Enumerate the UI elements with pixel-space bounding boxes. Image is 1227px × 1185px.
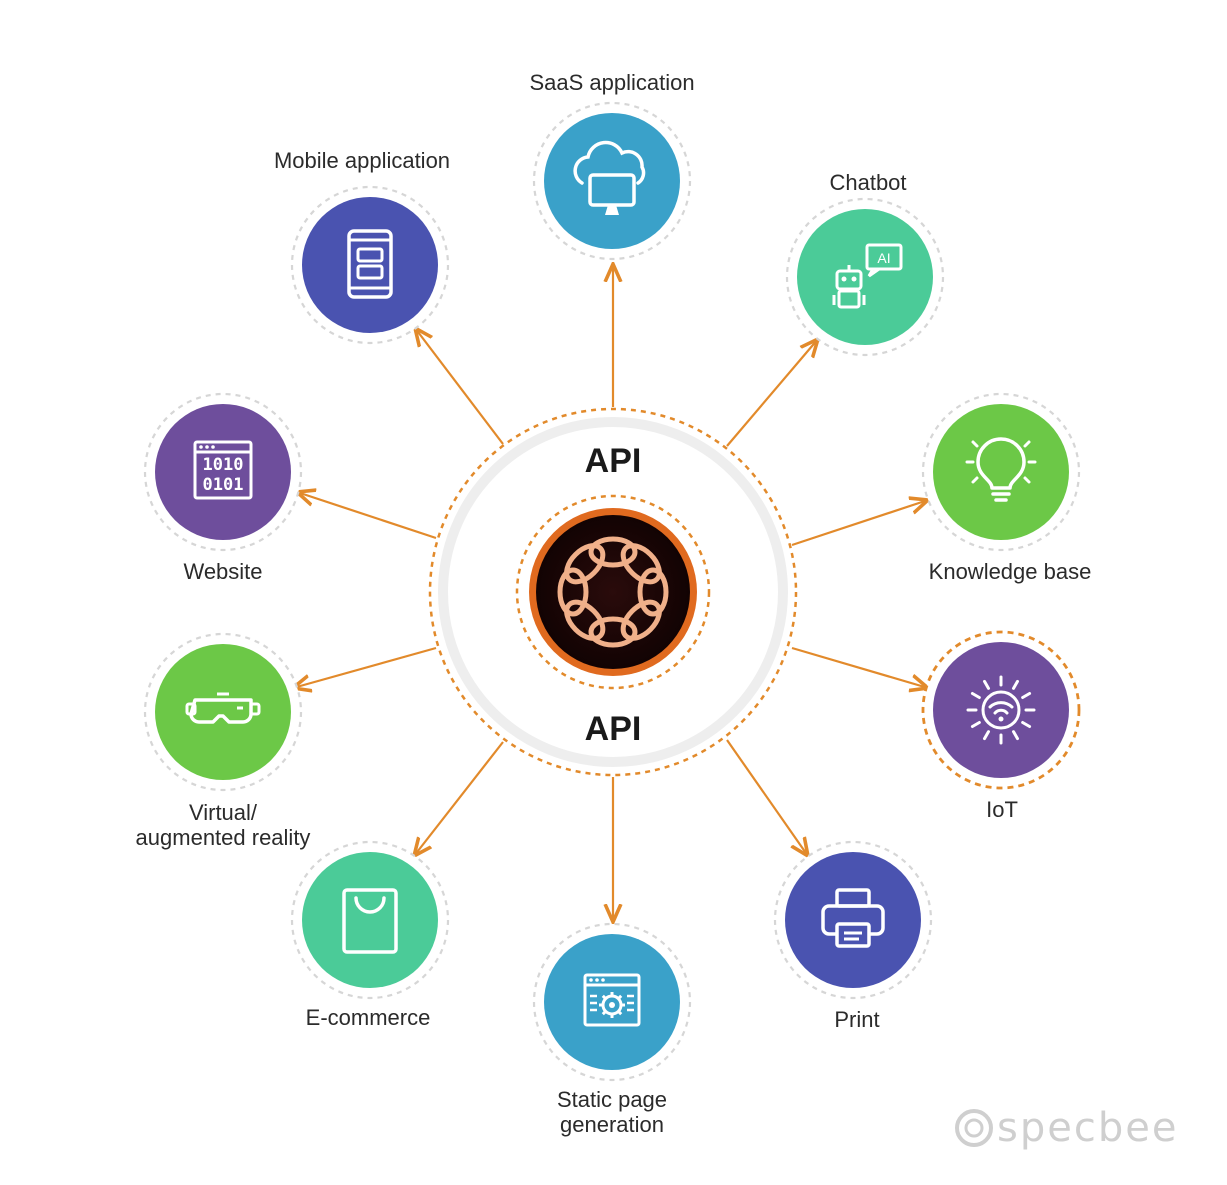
node-label: E-commerce — [306, 1005, 431, 1030]
node-chatbot: AI Chatbot — [785, 170, 945, 357]
node-saas: SaaS application — [529, 70, 695, 261]
node-ecommerce: E-commerce — [290, 840, 450, 1030]
arrow-to-website — [297, 492, 437, 540]
printer-icon — [821, 888, 885, 948]
node-label: Static page — [557, 1087, 667, 1112]
node-label: SaaS application — [529, 70, 694, 95]
node-disc — [933, 404, 1069, 540]
node-disc — [155, 644, 291, 780]
emblem-loop — [564, 543, 606, 585]
specbee-brand: specbee — [955, 1105, 1178, 1151]
node-disc — [785, 852, 921, 988]
vr-headset-icon — [185, 692, 261, 724]
lightbulb-icon — [965, 437, 1037, 502]
node-label: generation — [560, 1112, 664, 1137]
browser-gear-icon — [583, 973, 641, 1027]
brand-name: specbee — [997, 1105, 1178, 1151]
node-disc — [544, 113, 680, 249]
node-label: Virtual/ — [189, 800, 258, 825]
arrow-to-knowledge — [791, 500, 928, 547]
node-iot: IoT — [921, 630, 1081, 822]
api-hub: API API — [428, 407, 798, 777]
emblem-loop — [637, 567, 669, 617]
node-print: Print — [773, 840, 933, 1032]
arrow-to-chatbot — [726, 339, 818, 447]
node-label: Mobile application — [274, 148, 450, 173]
emblem-loop — [557, 567, 589, 617]
robot-ai-icon: AI — [832, 243, 903, 309]
node-mobile: Mobile application — [274, 148, 450, 345]
node-label: Chatbot — [829, 170, 906, 195]
shopping-bag-icon — [342, 888, 398, 954]
arrow-to-print — [726, 739, 808, 856]
node-label: augmented reality — [136, 825, 311, 850]
emblem-loop — [620, 599, 662, 641]
node-label: Website — [183, 559, 262, 584]
adobe-experience-manager-icon — [529, 508, 697, 676]
arrow-to-vr — [293, 646, 437, 688]
arrow-to-ecommerce — [414, 741, 504, 856]
node-disc — [302, 852, 438, 988]
node-label: Knowledge base — [929, 559, 1092, 584]
emblem-loop — [588, 536, 638, 568]
api-label-bottom: API — [585, 710, 642, 748]
node-disc — [155, 404, 291, 540]
mobile-phone-icon — [347, 229, 393, 299]
node-label: Print — [834, 1007, 879, 1032]
node-label: IoT — [986, 797, 1018, 822]
wifi-sun-icon — [966, 675, 1036, 745]
arrow-to-mobile — [415, 328, 504, 445]
node-knowledge: Knowledge base — [921, 392, 1092, 584]
node-vr: Virtual/augmented reality — [136, 632, 311, 850]
svg-text:AI: AI — [877, 250, 890, 266]
api-label-top: API — [585, 442, 642, 480]
emblem-loop — [588, 616, 638, 648]
emblem-loop — [620, 543, 662, 585]
specbee-logo-icon — [955, 1109, 993, 1147]
node-disc — [797, 209, 933, 345]
emblem-loop — [564, 599, 606, 641]
arrow-to-iot — [791, 646, 928, 688]
svg-text:1010: 1010 — [203, 455, 244, 475]
connector-arrows — [293, 264, 928, 922]
svg-text:0101: 0101 — [203, 475, 244, 495]
cloud-monitor-icon — [573, 140, 646, 215]
